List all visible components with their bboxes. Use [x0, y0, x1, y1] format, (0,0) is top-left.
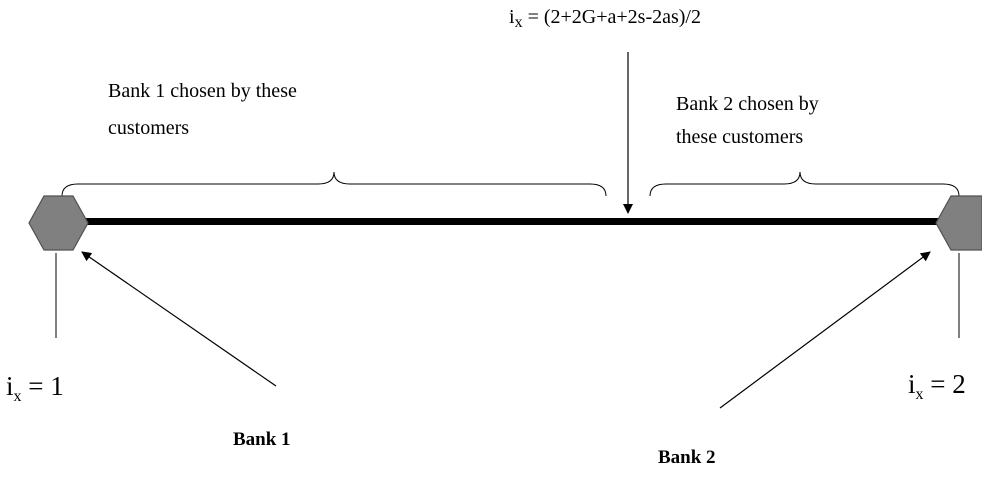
- customer-line: [80, 218, 942, 225]
- bank1-region-label: Bank 1 chosen by these customers: [108, 80, 302, 139]
- bank2-arrow: [719, 251, 931, 409]
- right-endpoint-base: i: [908, 369, 916, 399]
- left-endpoint-base: i: [6, 371, 14, 401]
- bank2-region-label-line2: these customers: [676, 126, 803, 148]
- left-endpoint-label: ix = 1: [6, 371, 64, 405]
- left-endpoint-sub: x: [14, 388, 22, 405]
- bank1-location-hexagon: [28, 195, 89, 251]
- left-endpoint-eq: = 1: [22, 371, 64, 401]
- formula-eq: =: [523, 6, 544, 28]
- formula-var-sub: x: [515, 14, 523, 31]
- bank1-brace: [61, 171, 607, 197]
- bank1-region-label-line2: customers: [108, 117, 189, 139]
- bank2-region-label-line1: Bank 2 chosen by: [676, 93, 819, 115]
- bank2-brace: [649, 171, 960, 197]
- bank1-arrow: [81, 251, 277, 387]
- bank2-location-hexagon: [935, 195, 982, 251]
- bank2-region-label: Bank 2 chosen by these customers: [676, 93, 824, 148]
- bank1-label: Bank 1: [233, 429, 291, 450]
- right-endpoint-sub: x: [916, 386, 924, 403]
- bank2-label: Bank 2: [658, 447, 716, 468]
- formula-var-base: i: [509, 6, 515, 28]
- right-endpoint-eq: = 2: [924, 369, 966, 399]
- formula-expression: (2+2G+a+2s-2as)/2: [544, 6, 701, 28]
- right-endpoint-label: ix = 2: [908, 369, 966, 403]
- bank1-region-label-line1: Bank 1 chosen by these: [108, 80, 297, 102]
- indifference-formula: ix = (2+2G+a+2s-2as)/2: [509, 6, 701, 31]
